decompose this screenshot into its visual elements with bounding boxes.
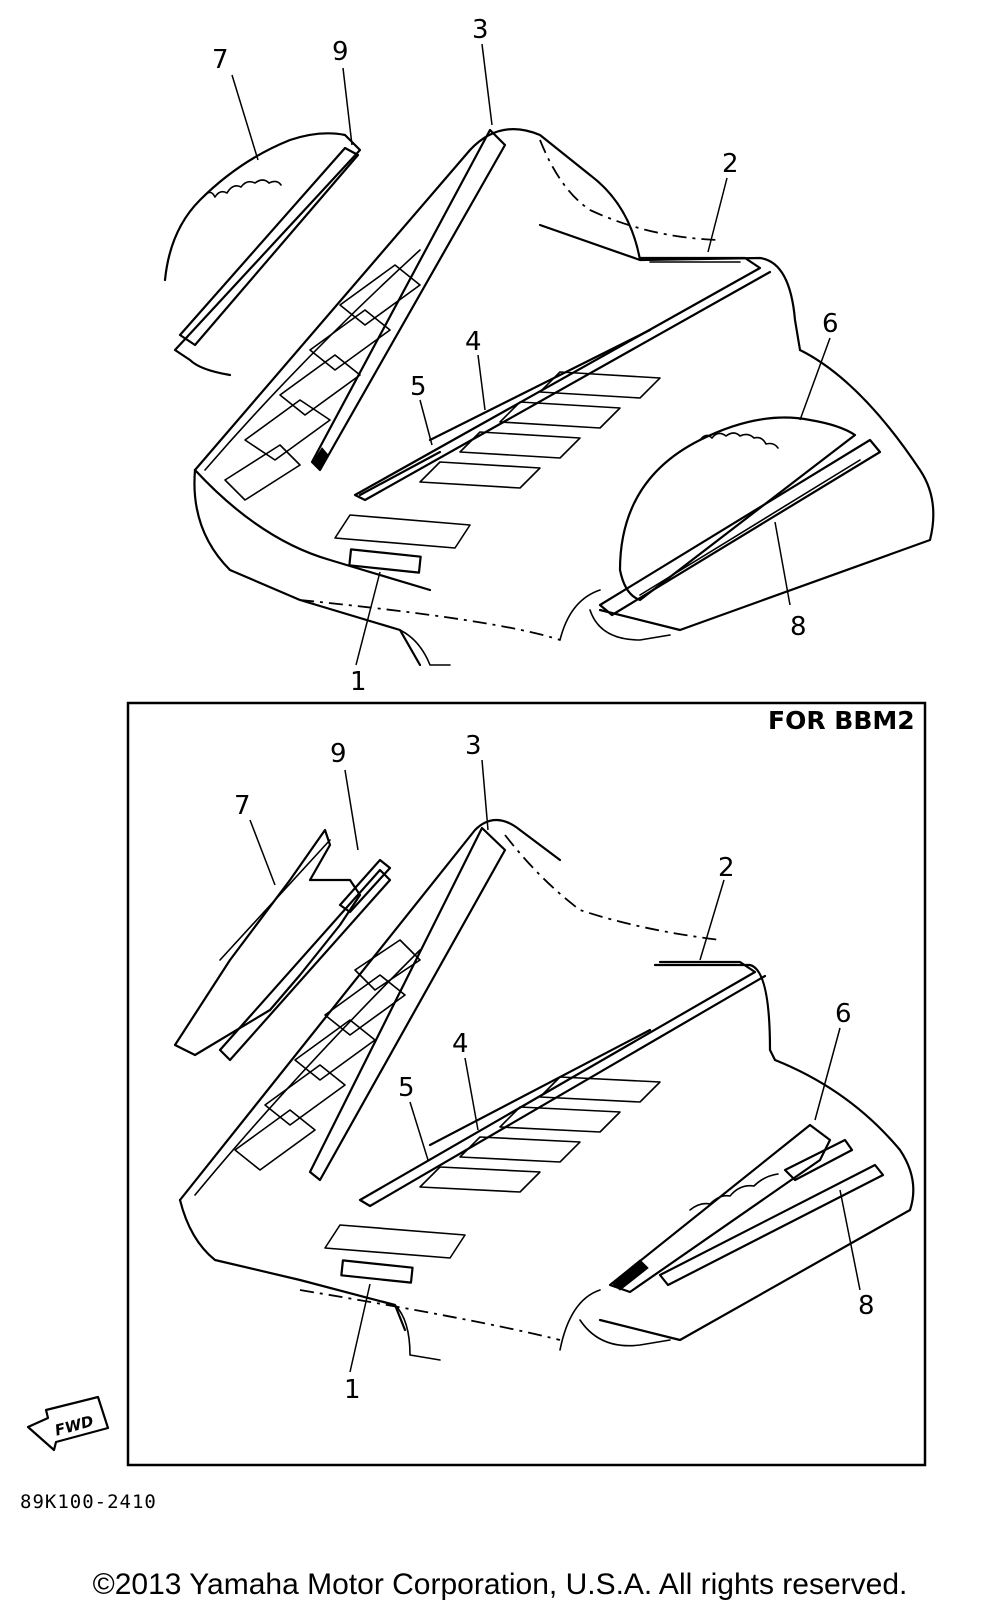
callout-4: 4 xyxy=(465,327,482,357)
callout-3: 3 xyxy=(472,15,489,45)
callout-7: 7 xyxy=(212,45,229,75)
callout-5: 5 xyxy=(398,1073,415,1103)
upper-leader-lines xyxy=(231,43,831,666)
callout-7: 7 xyxy=(234,791,251,821)
callout-2: 2 xyxy=(718,853,735,883)
upper-hood-illustration xyxy=(163,128,935,667)
upper-callouts: 7 9 3 2 6 4 5 8 1 xyxy=(212,15,839,697)
copyright-notice: ©2013 Yamaha Motor Corporation, U.S.A. A… xyxy=(92,1568,908,1601)
callout-4: 4 xyxy=(452,1029,469,1059)
callout-2: 2 xyxy=(722,149,739,179)
callout-6: 6 xyxy=(835,999,852,1029)
callout-5: 5 xyxy=(410,372,427,402)
variant-box xyxy=(126,701,927,1467)
lower-callouts: 3 9 7 2 6 4 5 8 1 xyxy=(234,731,875,1405)
variant-box-label: FOR BBM2 xyxy=(768,706,915,735)
callout-8: 8 xyxy=(858,1291,875,1321)
callout-6: 6 xyxy=(822,309,839,339)
callout-1: 1 xyxy=(350,667,367,697)
fwd-label: FWD xyxy=(53,1412,96,1440)
callout-8: 8 xyxy=(790,612,807,642)
callout-9: 9 xyxy=(332,37,349,67)
fwd-arrow-icon: FWD xyxy=(26,1395,110,1452)
lower-leader-lines xyxy=(249,759,861,1373)
callout-3: 3 xyxy=(465,731,482,761)
part-number: 89K100-2410 xyxy=(20,1491,157,1513)
lower-hood-illustration xyxy=(173,818,915,1361)
callout-1: 1 xyxy=(344,1375,361,1405)
callout-9: 9 xyxy=(330,739,347,769)
